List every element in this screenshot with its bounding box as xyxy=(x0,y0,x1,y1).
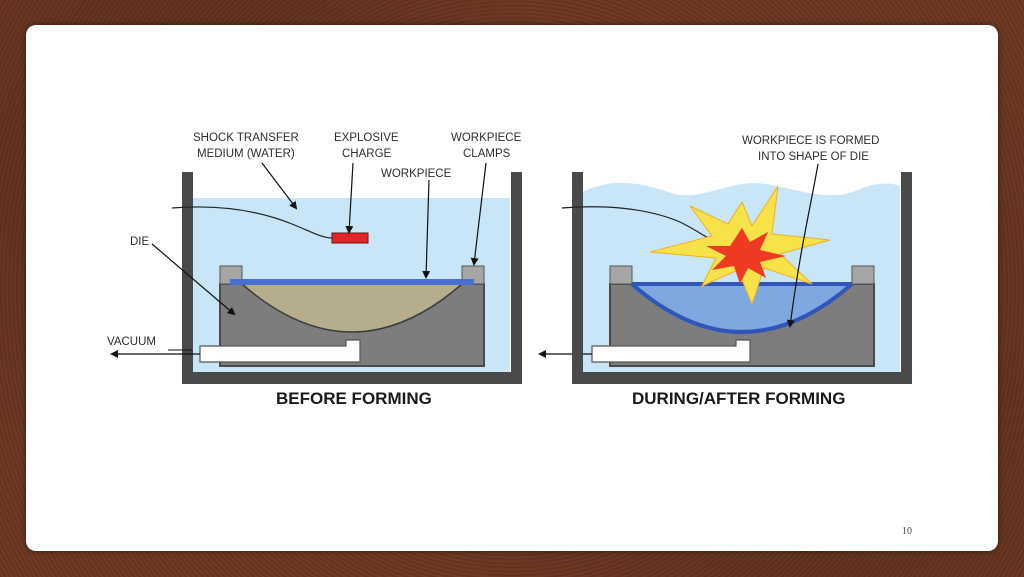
label-vacuum: VACUUM xyxy=(107,336,156,348)
label-shock-medium-2: MEDIUM (WATER) xyxy=(197,148,295,160)
detonator-wire-before xyxy=(171,206,333,239)
clamp-right-after xyxy=(851,265,875,285)
vacuum-pipe-after xyxy=(591,339,751,363)
workpiece-flat xyxy=(230,279,474,285)
clamp-left-after xyxy=(609,265,633,285)
label-clamps-2: CLAMPS xyxy=(463,148,511,160)
label-die: DIE xyxy=(130,236,150,248)
caption-before: BEFORE FORMING xyxy=(276,389,432,408)
explosive-charge xyxy=(331,232,369,244)
formed-cavity xyxy=(626,282,858,334)
label-formed-2: INTO SHAPE OF DIE xyxy=(758,151,869,163)
after-panel: WORKPIECE IS FORMED INTO SHAPE OF DIE DU… xyxy=(538,135,912,408)
label-explosive-1: EXPLOSIVE xyxy=(334,132,399,144)
before-panel: SHOCK TRANSFER MEDIUM (WATER) EXPLOSIVE … xyxy=(107,132,522,408)
label-clamps-1: WORKPIECE xyxy=(451,132,522,144)
page-number: 10 xyxy=(902,526,912,537)
explosion-inner xyxy=(706,228,786,284)
label-formed-1: WORKPIECE IS FORMED xyxy=(742,135,879,147)
label-workpiece: WORKPIECE xyxy=(381,168,452,180)
die-cavity-before xyxy=(239,283,465,333)
detonator-wire-after xyxy=(561,206,713,241)
label-shock-medium-1: SHOCK TRANSFER xyxy=(193,132,299,144)
caption-after: DURING/AFTER FORMING xyxy=(632,389,845,408)
label-explosive-2: CHARGE xyxy=(342,148,392,160)
vacuum-pipe-before xyxy=(199,339,361,363)
